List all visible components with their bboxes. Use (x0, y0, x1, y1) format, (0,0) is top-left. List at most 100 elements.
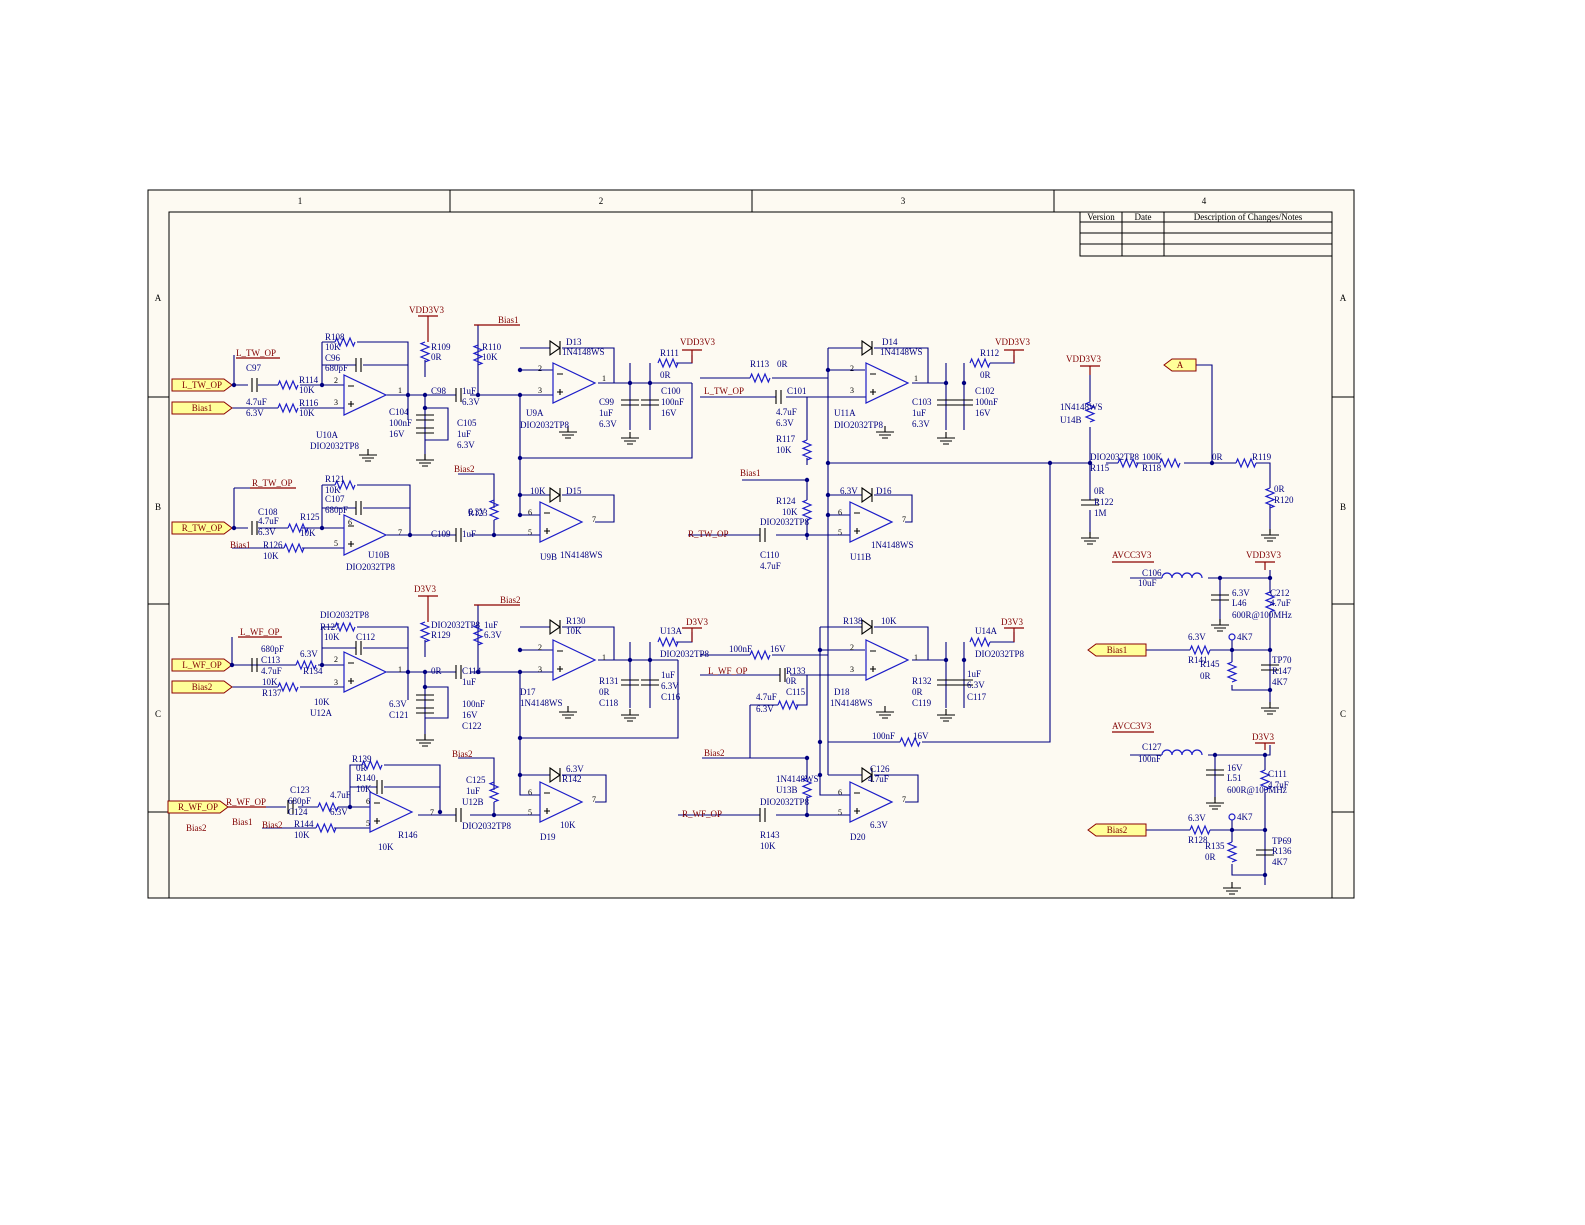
component-label: R147 (1272, 666, 1292, 676)
test-point-symbol (1228, 633, 1236, 641)
component-label: 10K (299, 408, 315, 418)
component-label: 10K (782, 507, 798, 517)
resistor-symbol (283, 542, 305, 554)
component-label: 100nF (0, 0, 23, 2)
component-label: 6.3V (468, 507, 486, 517)
pin-number: 3 (850, 386, 854, 395)
pin-number: 3 (334, 678, 338, 687)
zone-row-marker: B (155, 502, 161, 512)
component-label: C107 (325, 494, 345, 504)
component-label: 1N4148WS (776, 774, 819, 784)
port-shape (1087, 823, 1147, 837)
capacitor-symbol (376, 780, 383, 794)
component-label: 100nF (872, 731, 895, 741)
port-label: L_WF_OP (182, 660, 222, 670)
op-amp-polarity-marks (854, 512, 860, 534)
component-label: C119 (912, 698, 932, 708)
net-label: Bias1 (740, 468, 761, 478)
op-amp-symbol (849, 781, 894, 823)
capacitor-symbol (355, 501, 362, 515)
component-label: U13B (776, 785, 798, 795)
capacitor-symbol (641, 679, 659, 686)
component-label: 4.7uF (756, 692, 777, 702)
resistor-symbol (488, 499, 500, 521)
component-label: 1N4148WS (1060, 402, 1103, 412)
component-label: 100K (1142, 452, 1163, 462)
pin-number: 3 (334, 398, 338, 407)
component-label: 4.7uF (1268, 780, 1289, 790)
component-label: 100nF (729, 644, 752, 654)
component-label: C108 (258, 507, 278, 517)
component-label: 10K (325, 342, 341, 352)
junction-dot (1262, 872, 1268, 878)
op-amp-symbol (369, 791, 414, 833)
op-amps (343, 339, 910, 833)
component-label: 4.7uF (261, 666, 282, 676)
port-label: Bias2 (192, 682, 213, 692)
component-label: R123 (468, 508, 488, 518)
component-label: D16 (876, 486, 892, 496)
ground-symbol (559, 706, 577, 719)
capacitor-symbol (1261, 664, 1279, 671)
component-label: 0R (1212, 452, 1223, 462)
component-label: 0R (1274, 484, 1285, 494)
component-label: D13 (566, 337, 582, 347)
component-label: C111 (1268, 769, 1287, 779)
resistor-symbol (749, 372, 771, 384)
component-label: 4K7 (1237, 632, 1253, 642)
component-label: R108 (325, 332, 345, 342)
capacitor-symbol (955, 679, 973, 686)
resistor-symbol (472, 624, 484, 646)
component-label: 4.7uF (246, 397, 267, 407)
op-amp-symbol (849, 501, 894, 543)
port-shape (171, 658, 233, 672)
revision-header-date: Date (1135, 212, 1152, 222)
component-label: TP69 (1272, 836, 1292, 846)
zone-column-marker: 4 (1202, 196, 1207, 206)
pin-number: 1 (398, 665, 402, 674)
junction-dot (943, 380, 949, 386)
component-label: 16V (975, 408, 991, 418)
component-label: D17 (520, 687, 536, 697)
component-label: R144 (294, 819, 314, 829)
capacitor-symbol (955, 399, 973, 406)
pin-number: 5 (838, 528, 842, 537)
ground-symbol (559, 426, 577, 439)
component-label: U9A (526, 408, 544, 418)
component-label: C97 (246, 363, 262, 373)
component-label: 6.3V (389, 699, 407, 709)
component-label: 6.3V (1188, 813, 1206, 823)
component-label: R138 (843, 616, 863, 626)
port-shape (1087, 643, 1147, 657)
component-label: C126 (870, 764, 890, 774)
pin-number: 7 (902, 515, 906, 524)
component-label: 6.3V (1188, 632, 1206, 642)
zone-column-marker: 1 (298, 196, 303, 206)
component-label: 6.3V (967, 680, 985, 690)
port-label: R_WF_OP (178, 802, 218, 812)
component-label: C118 (599, 698, 619, 708)
op-amp-polarity-marks (374, 802, 380, 824)
junction-dot (405, 669, 411, 675)
component-label: 6.3V (300, 649, 318, 659)
component-label: C106 (1142, 568, 1162, 578)
diode-symbol (861, 618, 873, 636)
net-label: Bias1 (498, 315, 519, 325)
capacitor-symbol (937, 679, 955, 686)
capacitor-symbol (455, 528, 462, 542)
component-label: 4.7uF (776, 407, 797, 417)
component-label: DIO2032TP8 (310, 441, 359, 451)
capacitor-symbol (1211, 594, 1229, 601)
resistor-symbol (1259, 769, 1271, 791)
component-label: DIO2032TP8 (320, 610, 369, 620)
net-label: L_WF_OP (708, 666, 748, 676)
ground-symbol (1081, 532, 1099, 545)
resistor-symbol (969, 636, 991, 648)
junction-dot (517, 367, 523, 373)
junction-dot (961, 380, 967, 386)
component-label: R130 (566, 616, 586, 626)
resistor-symbol (317, 801, 339, 813)
component-label: 1uF (462, 529, 476, 539)
ground-symbol (621, 709, 639, 722)
